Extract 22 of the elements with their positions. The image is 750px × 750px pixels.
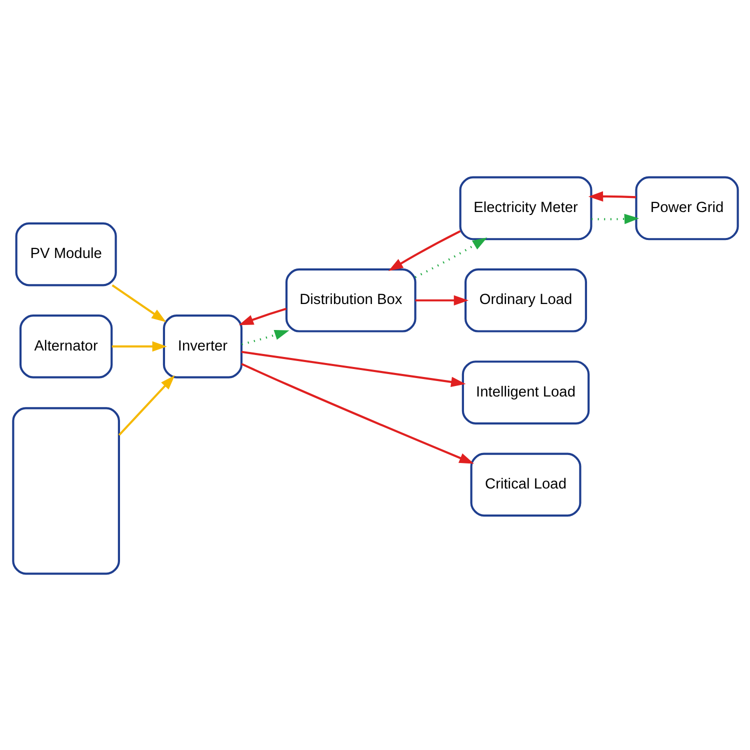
arrow — [118, 374, 174, 436]
arrow — [240, 362, 474, 464]
node-box: Electricity Meter — [458, 176, 592, 240]
arrow — [111, 284, 166, 322]
node-box: Ordinary Load — [464, 268, 587, 332]
arrow — [240, 350, 466, 387]
node-box: Inverter — [162, 314, 242, 378]
node-box: Intelligent Load — [461, 360, 590, 424]
arrow — [241, 329, 289, 345]
arrow — [414, 294, 468, 306]
arrow — [591, 213, 639, 224]
arrow — [111, 340, 166, 352]
node-box — [12, 406, 120, 574]
arrow — [388, 230, 460, 271]
node-box: Critical Load — [470, 452, 581, 516]
node-box: Distribution Box — [284, 268, 416, 332]
node-box: Power Grid — [634, 176, 738, 240]
arrow — [588, 190, 636, 202]
arrow — [414, 237, 487, 278]
node-box: Alternator — [18, 314, 112, 378]
arrow — [238, 307, 286, 325]
node-box: PV Module — [14, 222, 116, 286]
